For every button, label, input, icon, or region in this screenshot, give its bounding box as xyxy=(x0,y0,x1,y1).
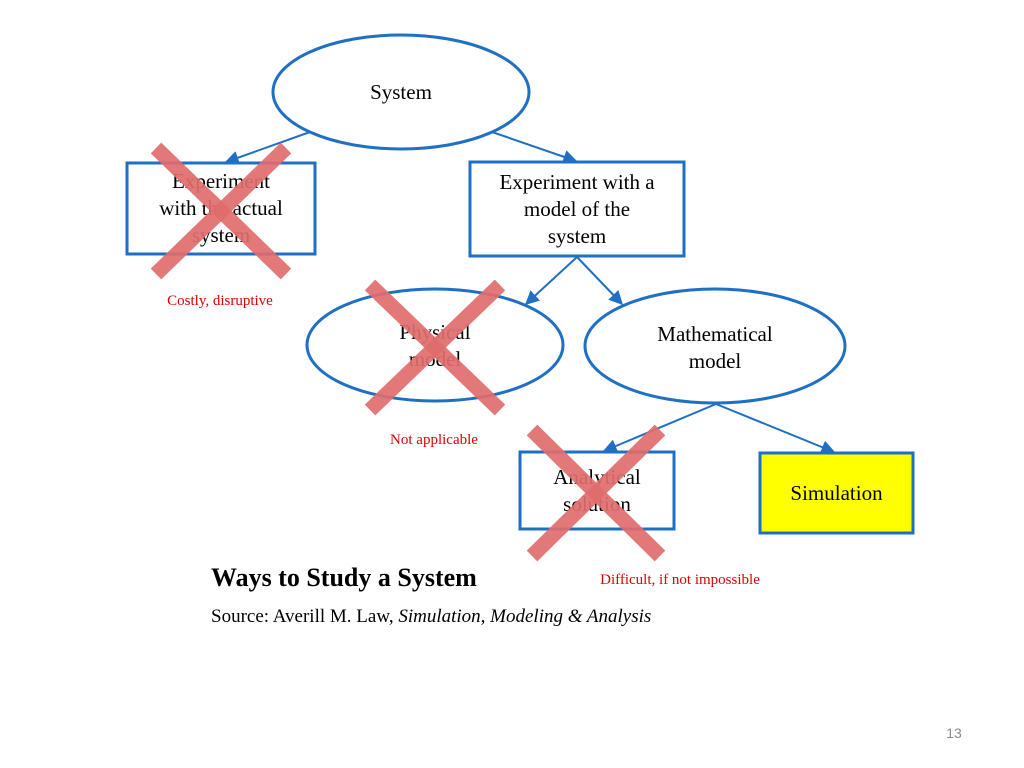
note-not-applicable: Not applicable xyxy=(390,432,478,448)
simulation-label: Simulation xyxy=(790,480,883,505)
model-system-box xyxy=(468,160,686,258)
arrow-mathematical-to-analytical xyxy=(602,403,717,453)
model-system-label: Experiment with a model of the system xyxy=(499,169,655,248)
arrow-model-to-physical xyxy=(524,256,578,305)
caption-source: Source: Averill M. Law, Simulation, Mode… xyxy=(211,606,651,628)
physical-model-label: Physical model xyxy=(399,320,471,371)
system-ellipse xyxy=(271,33,531,151)
system-label: System xyxy=(370,79,432,104)
actual-system-label: Experiment with the actual system xyxy=(159,169,283,247)
mathematical-model-ellipse xyxy=(583,287,847,405)
caption-title: Ways to Study a System xyxy=(211,563,477,592)
source-prefix: Source: Averill M. Law, xyxy=(211,606,399,627)
arrow-system-to-actual xyxy=(224,131,311,165)
source-book: Simulation, Modeling & Analysis xyxy=(398,606,652,627)
arrow-model-to-mathematical xyxy=(576,256,623,306)
mathematical-model-label: Mathematical model xyxy=(657,322,773,373)
arrow-system-to-model xyxy=(491,131,578,164)
page-number: 13 xyxy=(946,725,962,741)
note-difficult: Difficult, if not impossible xyxy=(600,572,760,588)
note-costly: Costly, disruptive xyxy=(167,293,273,309)
analytical-solution-label: Analytical solution xyxy=(553,465,641,516)
arrow-mathematical-to-simulation xyxy=(715,403,836,454)
simulation-box xyxy=(758,451,915,535)
